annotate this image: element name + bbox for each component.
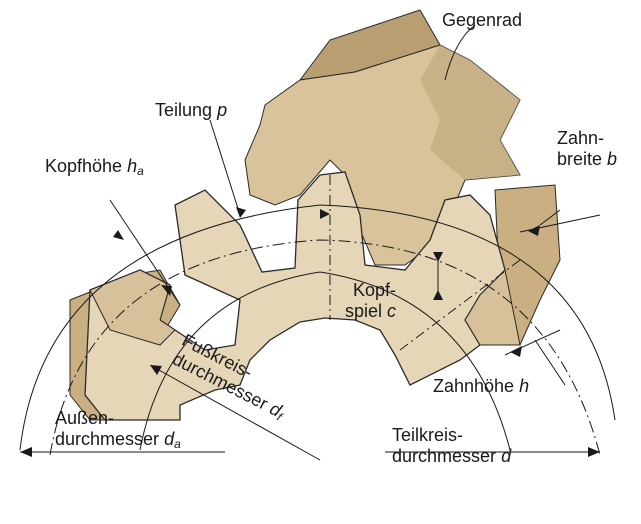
arrow-pitch-right bbox=[320, 209, 330, 219]
arrow-root-diameter bbox=[150, 365, 162, 375]
tooth-centerline-2 bbox=[399, 259, 521, 351]
label-face-width: Zahn- breite b bbox=[557, 128, 618, 169]
arrowheads bbox=[20, 207, 600, 457]
arrow-face-width bbox=[528, 225, 540, 236]
arrow-pitch-left bbox=[236, 207, 246, 218]
label-outer-diameter: Außen- durchmesser da bbox=[55, 408, 181, 451]
counter-gear-leader bbox=[444, 24, 476, 81]
root-circle-arc bbox=[139, 271, 511, 451]
label-counter-gear: Gegenrad bbox=[442, 10, 523, 30]
label-pitch: Teilung p bbox=[155, 100, 228, 120]
arrow-outer-diameter bbox=[20, 447, 32, 457]
outer-diameter-arc bbox=[19, 204, 616, 451]
arrow-clearance-top bbox=[433, 252, 443, 262]
arrow-tooth-depth bbox=[510, 346, 522, 357]
face-width-leader-2 bbox=[539, 209, 561, 226]
pitch-leader bbox=[209, 119, 241, 216]
arrow-addendum-top bbox=[113, 230, 124, 240]
main-gear-face bbox=[84, 171, 506, 421]
label-tooth-depth: Zahnhöhe h bbox=[433, 376, 530, 396]
gear-tooth-left bbox=[89, 269, 176, 346]
label-pitch-diameter: Teilkreis- durchmesser d bbox=[392, 425, 512, 466]
arrow-addendum-bottom bbox=[161, 285, 172, 296]
pitch-circle-arc bbox=[49, 239, 601, 456]
label-clearance: Kopf- spiel c bbox=[345, 280, 397, 321]
root-diameter-line bbox=[149, 364, 321, 461]
label-addendum: Kopfhöhe ha bbox=[45, 156, 144, 178]
tooth-depth-leader-2 bbox=[534, 339, 566, 386]
arrow-clearance-bottom bbox=[433, 290, 443, 300]
arrow-pitch-diameter bbox=[588, 447, 600, 457]
gear-tooth-right bbox=[464, 268, 521, 346]
